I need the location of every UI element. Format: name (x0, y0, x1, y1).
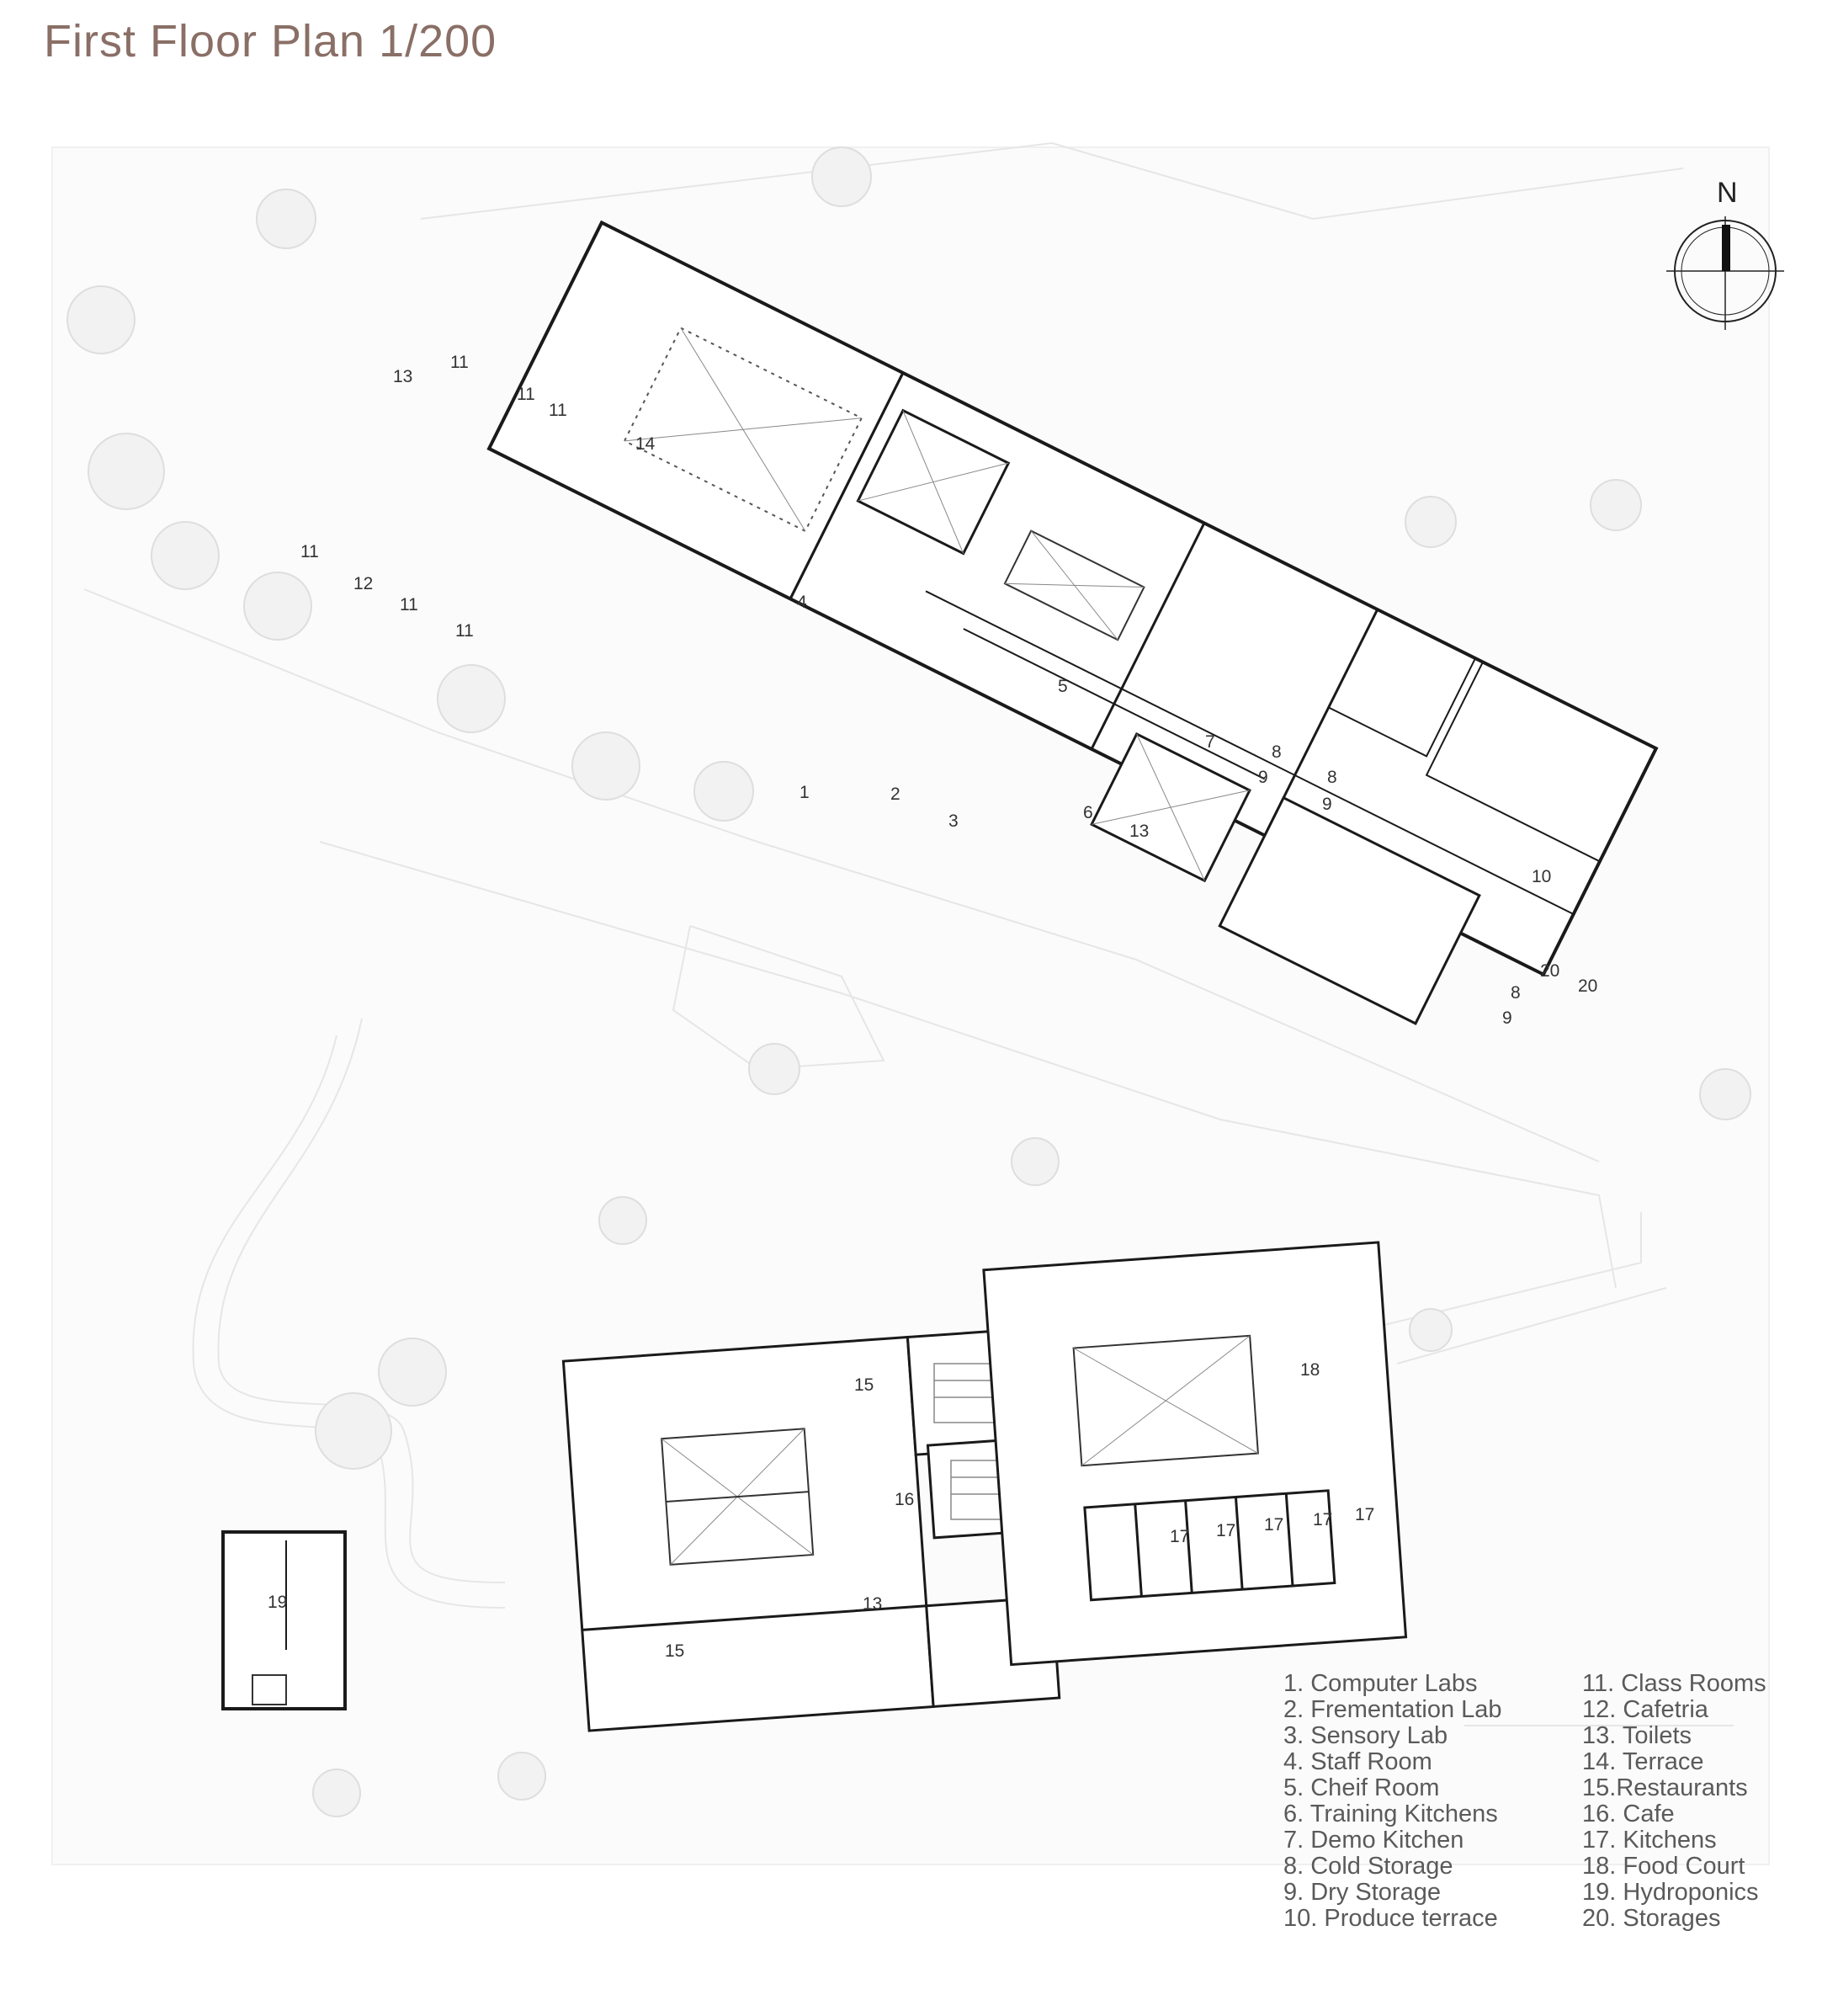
room-label-17b: 17 (1216, 1521, 1235, 1540)
room-label-9a: 9 (1258, 768, 1268, 787)
room-label-13a: 13 (393, 367, 412, 386)
page-title: First Floor Plan 1/200 (44, 16, 497, 66)
legend-item: 6. Training Kitchens (1283, 1801, 1498, 1827)
room-label-20a: 20 (1540, 961, 1559, 981)
room-label-8a: 8 (1272, 742, 1282, 762)
room-label-9c: 9 (1502, 1008, 1512, 1028)
north-arrow-icon (1666, 216, 1784, 330)
room-label-11b: 11 (517, 385, 535, 404)
room-label-12: 12 (353, 574, 373, 593)
room-label-15b: 15 (665, 1641, 684, 1661)
room-label-10: 10 (1532, 867, 1551, 886)
room-label-20b: 20 (1578, 976, 1597, 996)
legend-item: 1. Computer Labs (1283, 1670, 1478, 1697)
room-label-2: 2 (890, 785, 900, 804)
legend-item: 19. Hydroponics (1582, 1879, 1759, 1906)
hydroponics-building (221, 1530, 347, 1710)
room-label-4: 4 (797, 593, 807, 612)
room-label-8c: 8 (1511, 983, 1521, 1003)
legend-item: 7. Demo Kitchen (1283, 1827, 1464, 1854)
room-label-13c: 13 (863, 1594, 882, 1614)
room-label-13b: 13 (1129, 822, 1149, 841)
room-label-6: 6 (1083, 803, 1093, 822)
trees (66, 146, 1751, 1817)
legend-right: 11. Class Rooms 12. Cafetria 13. Toilets… (1582, 1671, 1766, 1932)
room-label-17d: 17 (1313, 1510, 1332, 1529)
legend-item: 18. Food Court (1582, 1853, 1745, 1880)
room-label-17e: 17 (1355, 1505, 1374, 1524)
room-label-7: 7 (1205, 732, 1215, 752)
legend-left: 1. Computer Labs 2. Frementation Lab 3. … (1283, 1671, 1502, 1932)
north-label: N (1717, 177, 1738, 209)
restaurant-building (561, 1328, 1061, 1732)
room-label-11e: 11 (400, 595, 418, 614)
legend-item: 12. Cafetria (1582, 1696, 1708, 1723)
room-label-11c: 11 (549, 401, 567, 420)
legend-item: 4. Staff Room (1283, 1748, 1432, 1775)
main-building (486, 220, 1659, 1025)
legend-item: 16. Cafe (1582, 1801, 1675, 1827)
room-label-11d: 11 (300, 542, 319, 561)
room-label-1: 1 (799, 783, 810, 802)
room-labels: 1 2 3 4 5 6 7 8 8 8 9 9 9 10 11 11 11 11… (268, 353, 1597, 1661)
legend-item: 5. Cheif Room (1283, 1774, 1440, 1801)
room-label-11a: 11 (450, 353, 469, 372)
legend-item: 20. Storages (1582, 1905, 1721, 1932)
legend-item: 15.Restaurants (1582, 1774, 1748, 1801)
room-label-14: 14 (635, 434, 656, 454)
room-label-3: 3 (948, 811, 959, 831)
room-label-11f: 11 (455, 621, 474, 641)
room-label-8b: 8 (1327, 768, 1337, 787)
legend-item: 14. Terrace (1582, 1748, 1704, 1775)
room-label-18: 18 (1300, 1360, 1320, 1380)
legend-item: 17. Kitchens (1582, 1827, 1717, 1854)
legend-item: 13. Toilets (1582, 1722, 1692, 1749)
room-label-17a: 17 (1170, 1527, 1189, 1546)
legend-item: 10. Produce terrace (1283, 1905, 1498, 1932)
room-label-9b: 9 (1322, 795, 1332, 814)
room-label-19: 19 (268, 1593, 287, 1612)
food-court-building (982, 1241, 1408, 1667)
legend-item: 9. Dry Storage (1283, 1879, 1441, 1906)
legend-item: 8. Cold Storage (1283, 1853, 1453, 1880)
room-label-15a: 15 (854, 1375, 874, 1395)
room-label-17c: 17 (1264, 1515, 1283, 1535)
room-label-5: 5 (1058, 677, 1068, 696)
legend-item: 3. Sensory Lab (1283, 1722, 1448, 1749)
room-label-16: 16 (895, 1490, 914, 1509)
legend-item: 11. Class Rooms (1582, 1670, 1766, 1697)
legend-item: 2. Frementation Lab (1283, 1696, 1502, 1723)
